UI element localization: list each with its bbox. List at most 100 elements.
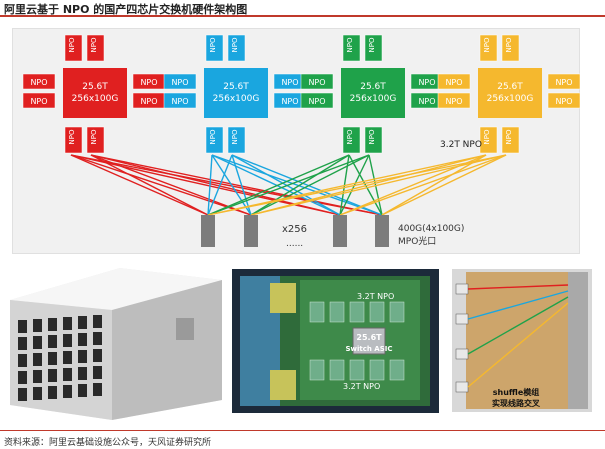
- npo-label: NPO: [30, 97, 47, 106]
- chip-label-2: 256x100G: [72, 94, 119, 104]
- npo-module: [437, 73, 471, 90]
- npo-module: [479, 34, 498, 62]
- chassis-slot: [63, 368, 72, 381]
- asic-label-1: 25.6T: [356, 333, 382, 342]
- chassis-slot: [48, 369, 57, 382]
- connection-line: [250, 154, 487, 216]
- npo-label: NPO: [308, 97, 325, 106]
- chassis-slot: [78, 333, 87, 346]
- npo-module: [342, 34, 361, 62]
- npo-label: NPO: [505, 37, 513, 52]
- mpo-port-3: [333, 215, 347, 247]
- connection-line: [211, 154, 383, 216]
- optical-ports: x256 ...... 400G(4x100G) MPO光口: [201, 215, 464, 249]
- npo-label: NPO: [171, 97, 188, 106]
- connection-line: [211, 154, 341, 216]
- chassis-slot: [48, 318, 57, 331]
- chassis-slot: [33, 319, 42, 332]
- board-npo-module: [369, 301, 385, 323]
- chassis-slot: [63, 385, 72, 398]
- npo-module: [479, 126, 498, 154]
- chip-label-2: 256x100G: [487, 94, 534, 104]
- board-npo-module: [349, 359, 365, 381]
- npo-label: NPO: [68, 37, 76, 52]
- asic-label-2: Switch ASIC: [345, 345, 392, 353]
- npo-module: [437, 92, 471, 109]
- chassis-slot: [78, 384, 87, 397]
- chip-label-2: 256x100G: [350, 94, 397, 104]
- chassis-slot: [93, 315, 102, 328]
- optics-desc-1: 400G(4x100G): [398, 224, 464, 234]
- connection-line: [70, 154, 209, 216]
- board-npo-module: [389, 301, 405, 323]
- shuffle-label-2: 实现线路交叉: [492, 398, 541, 408]
- connection-line: [207, 154, 350, 216]
- npo-label: NPO: [445, 78, 462, 87]
- connection-line: [211, 154, 252, 216]
- switch-asic: [352, 327, 386, 355]
- chassis-slot: [18, 354, 27, 367]
- connection-line: [90, 154, 209, 216]
- chassis-slot: [78, 350, 87, 363]
- connection-line: [231, 154, 383, 216]
- connection-line: [231, 154, 341, 216]
- npo-module: [163, 92, 197, 109]
- chassis-slot: [33, 353, 42, 366]
- chip-label-1: 25.6T: [360, 82, 386, 92]
- npo-label: NPO: [231, 37, 239, 52]
- npo-module: [64, 34, 83, 62]
- board-npo-module: [369, 359, 385, 381]
- npo-module: [501, 126, 520, 154]
- chip-label-1: 25.6T: [82, 82, 108, 92]
- chassis-slot: [48, 386, 57, 399]
- chassis-slot: [48, 335, 57, 348]
- npo-label: NPO: [281, 78, 298, 87]
- chassis-slot: [18, 320, 27, 333]
- switch-chip: [63, 68, 127, 118]
- connection-line: [339, 154, 507, 216]
- npo-label: NPO: [90, 37, 98, 52]
- npo-label: NPO: [368, 37, 376, 52]
- switch-chassis-photo: [10, 268, 222, 420]
- npo-label: NPO: [346, 37, 354, 52]
- figure-title: 阿里云基于 NPO 的国产四芯片交换机硬件架构图: [4, 3, 248, 16]
- mpo-port-1: [201, 215, 215, 247]
- chip-label-2: 256x100G: [213, 94, 260, 104]
- npo-label: NPO: [209, 129, 217, 144]
- npo-module: [547, 73, 581, 90]
- connection-line: [348, 154, 383, 216]
- npo-label: NPO: [171, 78, 188, 87]
- board-npo-module: [329, 359, 345, 381]
- npo-module: [342, 126, 361, 154]
- connection-line: [250, 154, 507, 216]
- npo-label: NPO: [209, 37, 217, 52]
- chassis-slot: [48, 352, 57, 365]
- optics-ellipsis: ......: [286, 239, 303, 249]
- npo-label: NPO: [505, 129, 513, 144]
- board-npo-module: [329, 301, 345, 323]
- chassis-slot: [33, 387, 42, 400]
- npo-top-label: 3.2T NPO: [357, 292, 394, 301]
- chassis-slot: [63, 317, 72, 330]
- npo-module: [205, 34, 224, 62]
- shuffle-fiber: [467, 284, 569, 290]
- npo-module: [501, 34, 520, 62]
- npo-note: 3.2T NPO: [440, 140, 482, 150]
- chassis-slot: [93, 349, 102, 362]
- npo-label: NPO: [30, 78, 47, 87]
- switch-chip: [204, 68, 268, 118]
- chassis-slot: [78, 367, 87, 380]
- npo-module: [300, 73, 334, 90]
- npo-label: NPO: [418, 78, 435, 87]
- npo-label: NPO: [555, 97, 572, 106]
- footer-divider: [0, 430, 605, 431]
- chassis-slot: [93, 366, 102, 379]
- npo-module: [86, 126, 105, 154]
- mpo-port-2: [244, 215, 258, 247]
- chip-label-1: 25.6T: [223, 82, 249, 92]
- connection-line: [231, 154, 252, 216]
- switch-chip: [478, 68, 542, 118]
- connection-line: [381, 154, 507, 216]
- board-photo: 25.6T Switch ASIC 3.2T NPO 3.2T NPO: [232, 269, 439, 413]
